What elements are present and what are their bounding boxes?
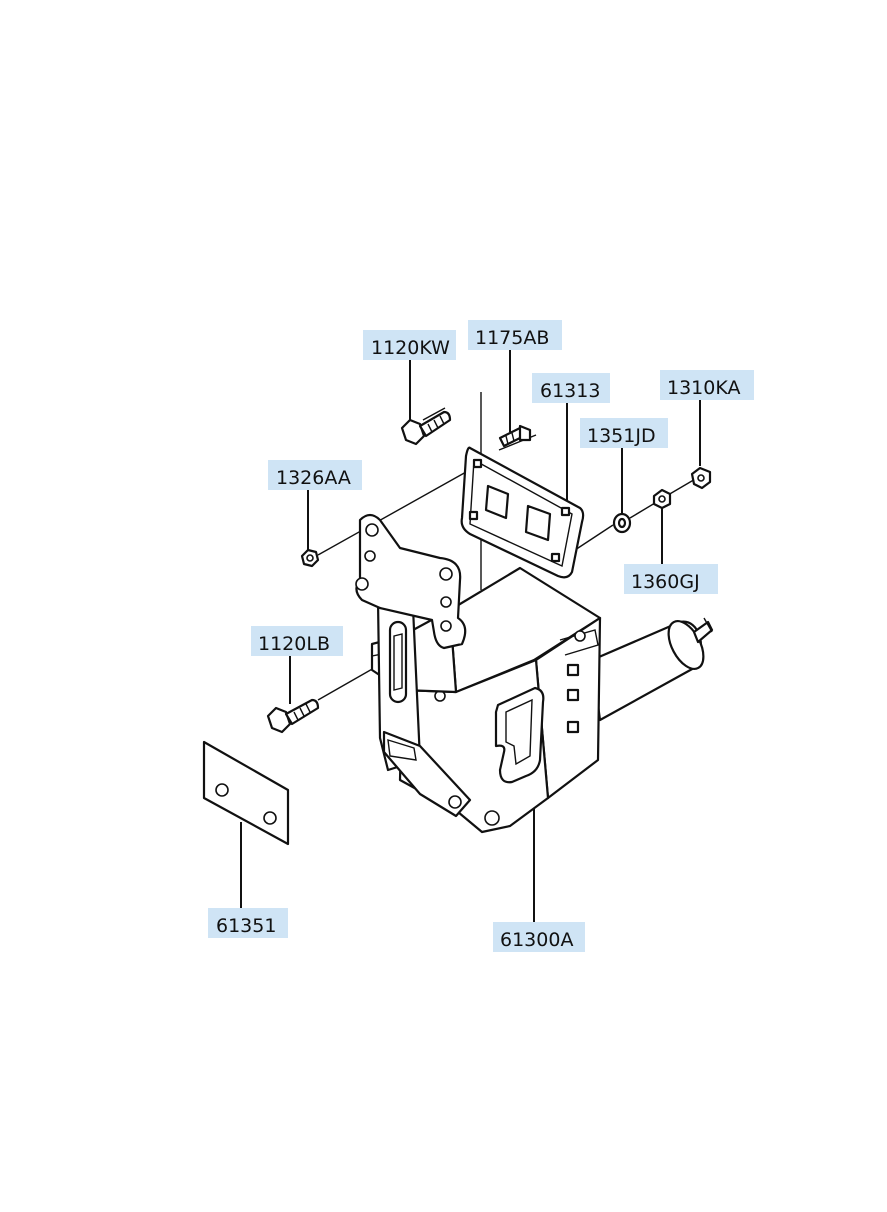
label-1326AA[interactable]: 1326AA [268, 460, 362, 490]
label-1326AA-text: 1326AA [276, 467, 351, 489]
nut-1310ka [690, 466, 712, 490]
label-1175AB-text: 1175AB [475, 327, 549, 349]
label-61313-text: 61313 [540, 380, 600, 402]
pedal-assembly-61300a [370, 566, 714, 834]
label-61300A-text: 61300A [500, 929, 573, 951]
label-1120LB-text: 1120LB [258, 633, 330, 655]
label-1310KA[interactable]: 1310KA [660, 370, 754, 400]
label-1120KW-text: 1120KW [371, 337, 450, 359]
label-1360GJ-text: 1360GJ [631, 571, 700, 593]
label-1120KW[interactable]: 1120KW [363, 330, 456, 360]
screw-1175ab [498, 424, 532, 448]
label-61351[interactable]: 61351 [208, 908, 288, 938]
bolt-1120lb [266, 698, 320, 734]
label-1175AB[interactable]: 1175AB [468, 320, 562, 350]
nut-1326aa [300, 548, 320, 568]
pad-61351 [202, 740, 290, 846]
washer-1351jd [612, 512, 632, 534]
bolt-1120kw [400, 410, 452, 446]
label-1351JD-text: 1351JD [587, 425, 656, 447]
label-61351-text: 61351 [216, 915, 276, 937]
washer-1360gj [652, 488, 672, 510]
label-1351JD[interactable]: 1351JD [580, 418, 668, 448]
label-1310KA-text: 1310KA [667, 377, 740, 399]
mounting-bracket [355, 513, 467, 650]
leader-lines [240, 350, 701, 922]
gasket-plate-61313 [460, 446, 585, 579]
label-1120LB[interactable]: 1120LB [251, 626, 343, 656]
label-1360GJ[interactable]: 1360GJ [624, 564, 718, 594]
label-61313[interactable]: 61313 [532, 373, 610, 403]
label-61300A[interactable]: 61300A [493, 922, 585, 952]
